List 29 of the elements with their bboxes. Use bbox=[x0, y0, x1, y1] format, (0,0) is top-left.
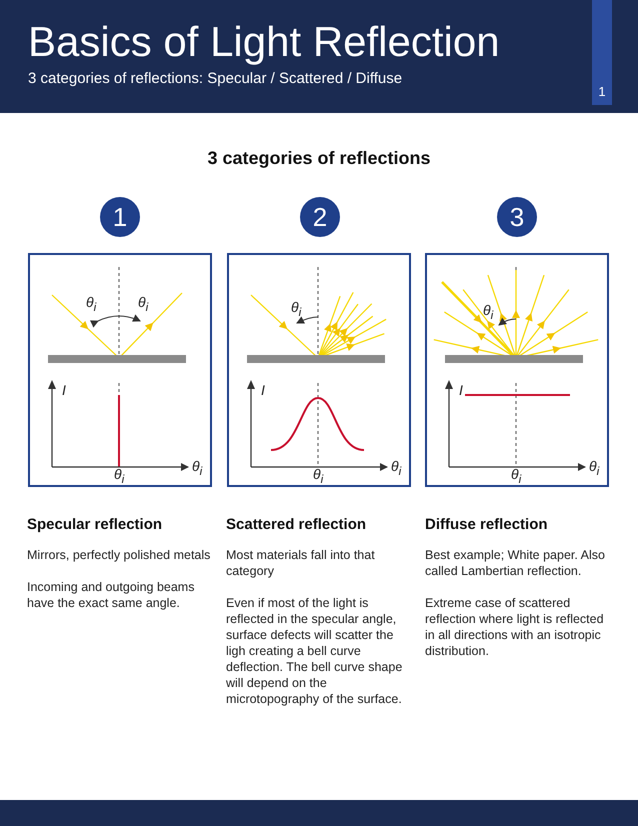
description-text: Mirrors, perfectly polished metals bbox=[27, 547, 212, 563]
angle-label: θ$_{i}$ bbox=[391, 459, 402, 478]
axis-label: I bbox=[459, 383, 463, 397]
section-heading: 3 categories of reflections bbox=[206, 148, 432, 169]
description-text: Extreme case of scattered reflection where light is reflected in all directions with an isotropic distribution. bbox=[425, 595, 605, 659]
angle-label: θ$_{i}$ bbox=[589, 459, 600, 478]
column-heading: Specular reflection bbox=[27, 516, 164, 533]
angle-label: θ$_{i}$ bbox=[86, 295, 96, 314]
angle-label: θ$_{i}$ bbox=[483, 303, 494, 322]
number-badge: 3 bbox=[497, 197, 537, 237]
axis-label: I bbox=[261, 383, 265, 397]
page-number-tab: 1 bbox=[592, 0, 612, 105]
description-text: Most materials fall into that category bbox=[226, 547, 376, 579]
angle-label: θ$_{i}$ bbox=[291, 300, 302, 318]
description-text: Best example; White paper. Also called Lambertian reflection. bbox=[425, 547, 606, 579]
angle-label: θ$_{i}$ bbox=[192, 459, 202, 478]
angle-label: θ$_{i}$ bbox=[114, 467, 124, 486]
column-heading: Diffuse reflection bbox=[425, 516, 549, 533]
column-heading: Scattered reflection bbox=[226, 516, 368, 533]
axis-label: I bbox=[62, 383, 66, 397]
description-text: Incoming and outgoing beams have the exact same angle. bbox=[27, 579, 196, 611]
number-badge: 1 bbox=[100, 197, 140, 237]
page-title: Basics of Light Reflection bbox=[28, 18, 500, 66]
angle-label: θ$_{i}$ bbox=[138, 295, 148, 314]
angle-label: θ$_{i}$ bbox=[511, 467, 522, 486]
description-text: Even if most of the light is reflected in the specular angle, surface defects will scatter the ligh creating a bell curve deflection. The bell curve shape will depend on the microtopography of the surface. bbox=[226, 595, 404, 707]
angle-label: θ$_{i}$ bbox=[313, 467, 324, 486]
number-badge: 2 bbox=[300, 197, 340, 237]
subtitle: 3 categories of reflections: Specular / Scattered / Diffuse bbox=[28, 70, 402, 87]
